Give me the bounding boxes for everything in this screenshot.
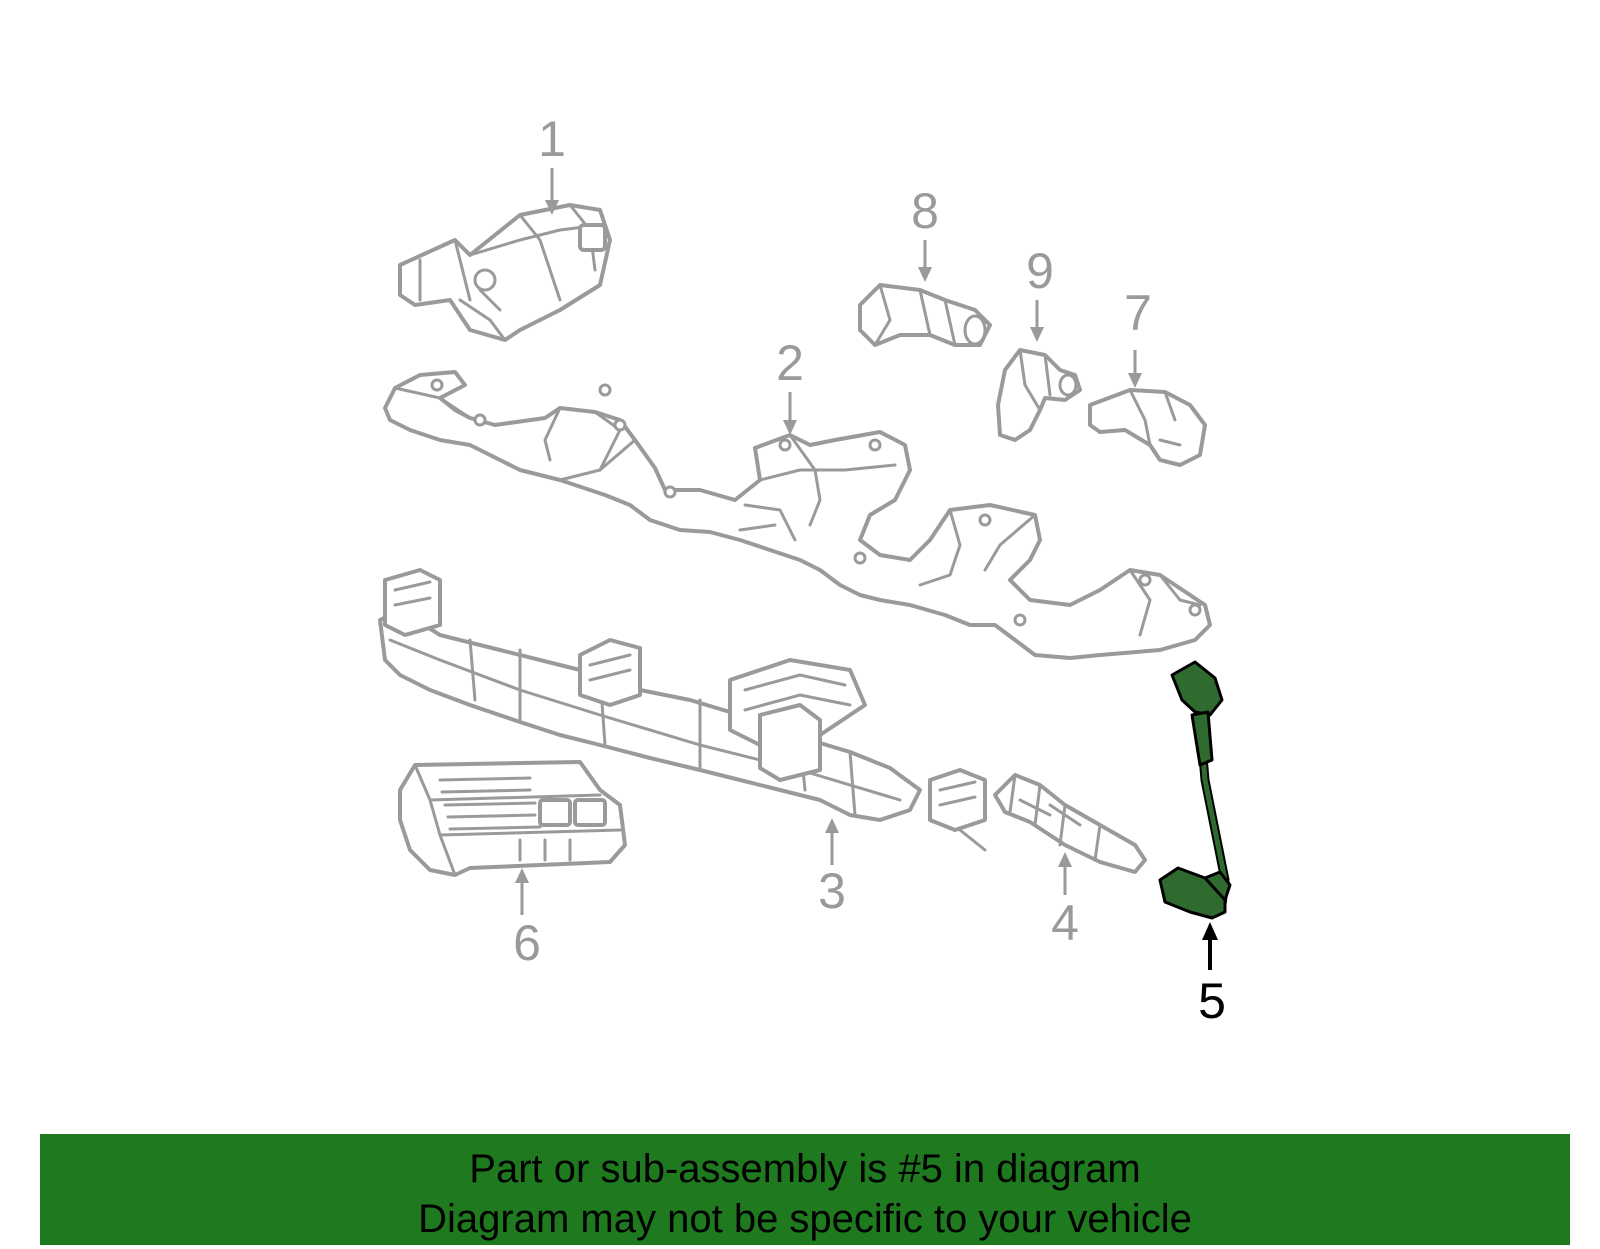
part-3-wiring-harness — [378, 568, 987, 852]
part-6-ignition-module — [398, 760, 627, 877]
part-1-ignition-coil — [398, 203, 612, 342]
part-4-spark-plug — [993, 773, 1147, 874]
callout-5: 5 — [1198, 973, 1226, 1029]
callout-9: 9 — [1026, 243, 1054, 299]
part-2-coil-bracket — [383, 370, 1212, 660]
part-8-sensor — [858, 283, 992, 347]
banner-part-line: Part or sub-assembly is #5 in diagram — [469, 1147, 1141, 1191]
callout-7: 7 — [1124, 285, 1152, 341]
callout-2: 2 — [776, 335, 804, 391]
part-5-spark-plug-wire — [1158, 660, 1232, 920]
callout-8: 8 — [911, 183, 939, 239]
banner-disclaimer-line: Diagram may not be specific to your vehi… — [418, 1197, 1192, 1241]
info-banner: Part or sub-assembly is #5 in diagram Di… — [40, 1134, 1570, 1245]
part-9-sensor — [996, 348, 1082, 442]
callout-6: 6 — [513, 915, 541, 971]
callout-4: 4 — [1051, 895, 1079, 951]
callout-3: 3 — [818, 863, 846, 919]
part-7-sensor — [1088, 388, 1207, 467]
callout-arrows — [515, 168, 1218, 970]
callout-1: 1 — [538, 111, 566, 167]
